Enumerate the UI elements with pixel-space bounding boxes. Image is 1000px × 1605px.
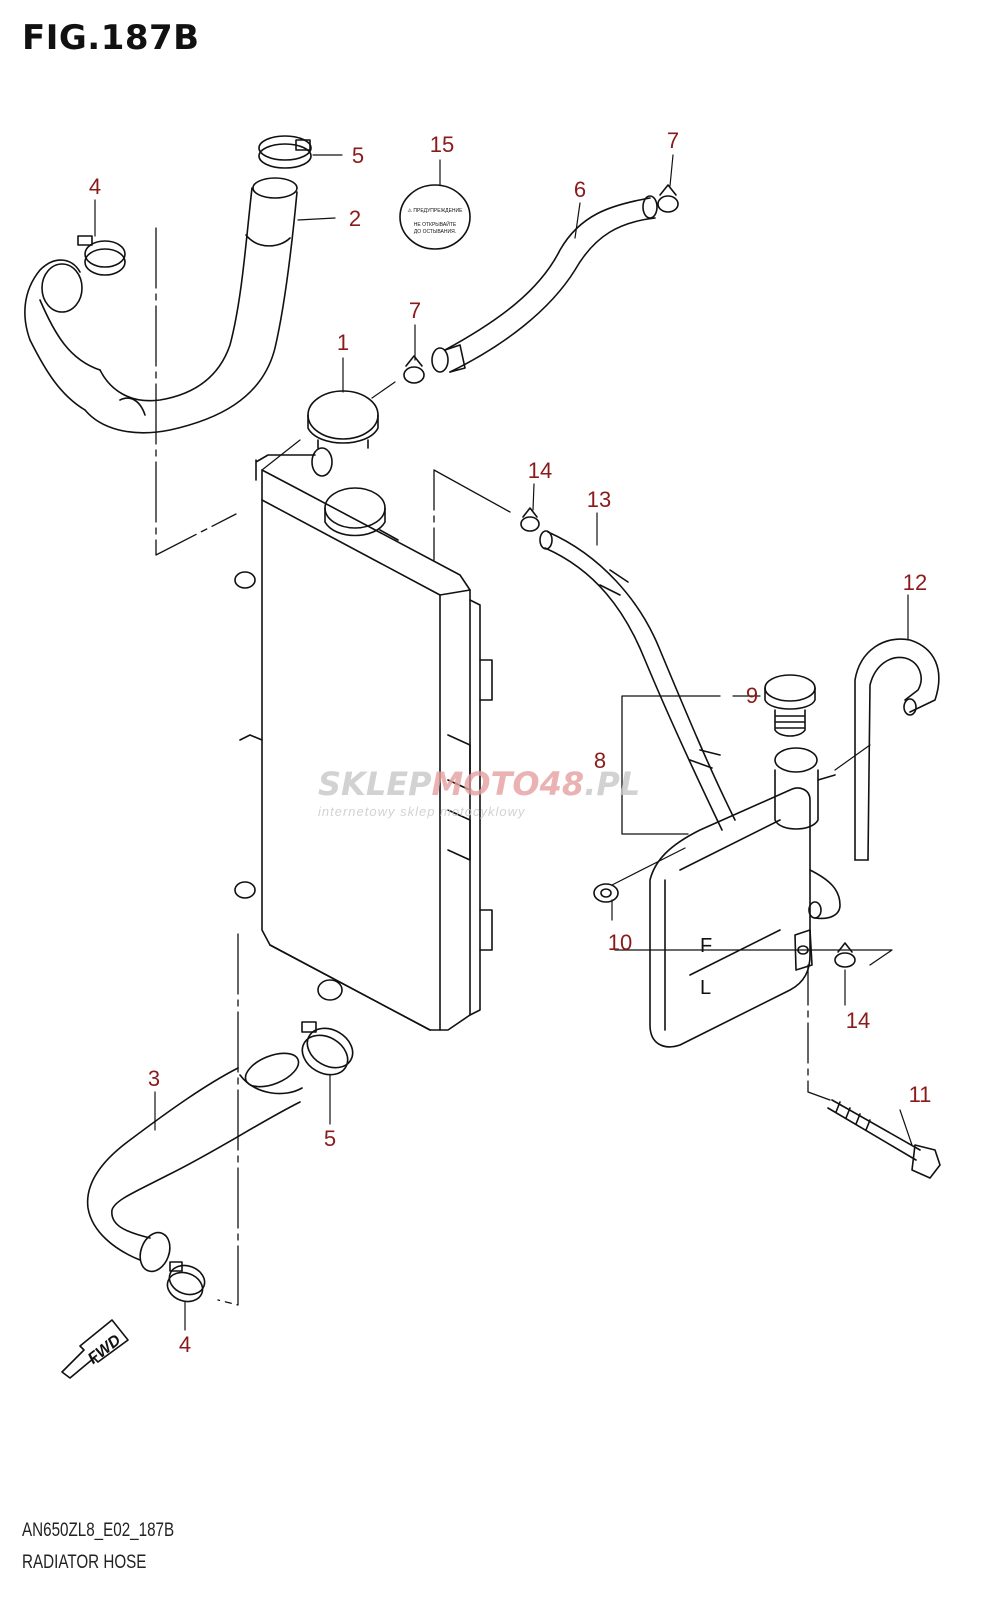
callout-2: 2 bbox=[349, 206, 361, 231]
part-14-clip-lower bbox=[834, 942, 856, 968]
callout-14-upper: 14 bbox=[528, 458, 552, 483]
part-12-overflow-hose bbox=[854, 638, 940, 861]
callout-leaders bbox=[94, 154, 913, 1331]
part-7-clip-lower bbox=[403, 355, 425, 384]
fwd-arrow bbox=[61, 1319, 129, 1379]
callout-13: 13 bbox=[587, 487, 611, 512]
callout-11: 11 bbox=[909, 1082, 932, 1107]
cap-warning-line-2: НЕ ОТКРЫВАЙТЕ bbox=[414, 220, 457, 228]
cap-warning-line-1: ⚠ ПРЕДУПРЕЖДЕНИЕ bbox=[408, 208, 464, 214]
callout-8: 8 bbox=[594, 748, 606, 773]
part-4-clamp-lower bbox=[166, 1261, 206, 1303]
part-2-upper-hose bbox=[24, 177, 298, 434]
figure-title: FIG.187B bbox=[22, 18, 200, 58]
callout-15: 15 bbox=[430, 132, 454, 157]
watermark: SKLEPMOTO48.PL internetowy sklep motocyk… bbox=[318, 765, 640, 819]
part-11-bolt bbox=[827, 1099, 941, 1179]
part-10-grommet bbox=[593, 883, 619, 903]
callout-5-lower: 5 bbox=[324, 1126, 336, 1151]
radiator bbox=[234, 447, 493, 1031]
tank-low-mark: L bbox=[700, 977, 711, 999]
callout-7-lower: 7 bbox=[409, 298, 421, 323]
svg-text:internetowy sklep motocyklowy: internetowy sklep motocyklowy bbox=[318, 804, 526, 819]
reservoir-tank bbox=[649, 747, 841, 1048]
figure-name: RADIATOR HOSE bbox=[22, 1552, 147, 1573]
svg-text:SKLEPMOTO48.PL: SKLEPMOTO48.PL bbox=[318, 765, 640, 803]
callout-12: 12 bbox=[903, 570, 927, 595]
part-4-clamp-upper bbox=[77, 235, 126, 276]
part-13-reservoir-hose bbox=[539, 530, 736, 831]
callout-4-upper: 4 bbox=[89, 174, 101, 199]
callout-3: 3 bbox=[148, 1066, 160, 1091]
part-5-clamp-upper bbox=[258, 135, 312, 169]
cap-warning-line-3: ДО ОСТЫВАНИЯ. bbox=[414, 229, 456, 235]
callout-8-bracket bbox=[621, 695, 721, 835]
part-14-clip-upper bbox=[520, 507, 540, 532]
callout-7-upper: 7 bbox=[667, 128, 679, 153]
part-6-breather-hose bbox=[431, 195, 658, 373]
callout-6: 6 bbox=[574, 177, 586, 202]
callout-10: 10 bbox=[608, 930, 632, 955]
part-7-clip-upper bbox=[657, 184, 679, 213]
part-1-radiator-cap bbox=[307, 390, 379, 449]
part-3-lower-hose bbox=[86, 1052, 303, 1273]
callout-4-lower: 4 bbox=[179, 1332, 191, 1357]
callout-9: 9 bbox=[746, 683, 758, 708]
callout-5-upper: 5 bbox=[352, 143, 364, 168]
figure-code: AN650ZL8_E02_187B bbox=[22, 1520, 175, 1541]
callout-1: 1 bbox=[337, 330, 349, 355]
callout-14-lower: 14 bbox=[846, 1008, 870, 1033]
part-15-caution-label bbox=[399, 184, 471, 250]
part-5-clamp-lower bbox=[301, 1021, 354, 1076]
reference-lines bbox=[155, 227, 893, 1306]
tank-full-mark: F bbox=[700, 935, 712, 957]
part-9-reservoir-cap bbox=[764, 674, 816, 737]
